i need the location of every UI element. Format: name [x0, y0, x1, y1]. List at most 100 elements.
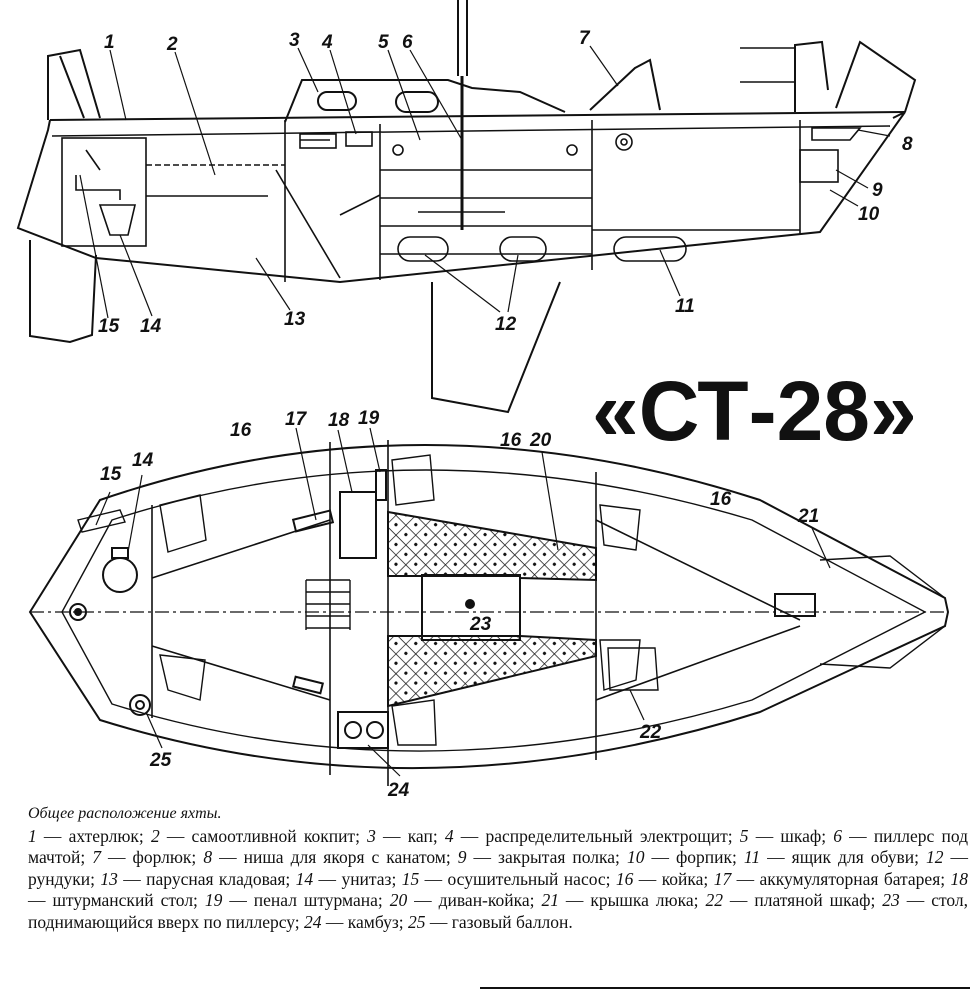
plan-hull-outline — [28, 444, 950, 770]
legend-item: 4 — распределительный электрощит; — [445, 826, 740, 846]
legend-item: 21 — крышка люка; — [541, 890, 705, 910]
legend-number: 1 — [28, 825, 37, 846]
caption: Общее расположение яхты. 1 — ахтерлюк; 2… — [28, 803, 968, 934]
legend-number: 6 — [833, 825, 842, 846]
callout-8: 8 — [902, 134, 913, 155]
callout-20: 20 — [529, 430, 552, 451]
legend-item: 15 — осушительный насос; — [402, 869, 616, 889]
legend-number: 22 — [705, 890, 723, 911]
legend-number: 15 — [401, 868, 420, 889]
callout-14: 14 — [132, 450, 154, 471]
legend-item: 10 — форпик; — [627, 847, 744, 867]
side-view — [16, 0, 917, 414]
legend-item: 19 — пенал штурмана; — [205, 890, 390, 910]
legend-item: 3 — кап; — [367, 826, 445, 846]
yacht-drawing: 1 2 3 4 5 6 7 8 9 10 11 12 13 14 15 «СТ-… — [16, 0, 950, 800]
legend-item: 14 — унитаз; — [296, 869, 402, 889]
legend-text: — самоотливной кокпит; — [159, 825, 368, 846]
legend-number: 4 — [444, 825, 454, 846]
settee-starboard — [387, 635, 597, 708]
legend-number: 2 — [150, 825, 160, 846]
legend-number: 11 — [743, 847, 761, 868]
legend-item: 8 — ниша для якоря с канатом; — [203, 847, 457, 867]
legend-text: — газовый баллон. — [425, 911, 573, 932]
plan-hull-inner — [61, 469, 927, 752]
legend-text: — форпик; — [644, 847, 744, 868]
callout-9: 9 — [872, 180, 883, 201]
legend-text: — крышка люка; — [558, 890, 706, 911]
rudder — [29, 240, 97, 344]
interior-structure — [61, 120, 862, 282]
legend-number: 20 — [389, 890, 408, 911]
callout-3: 3 — [289, 30, 300, 51]
callout-21: 21 — [797, 506, 819, 527]
legend-text: — закрытая полка; — [466, 847, 627, 868]
legend-number: 12 — [926, 847, 944, 868]
porthole — [317, 91, 357, 111]
saloon-table — [421, 574, 521, 641]
legend-text: — парусная кладовая; — [117, 868, 296, 889]
callout-18: 18 — [328, 410, 350, 431]
keel — [431, 281, 561, 414]
bottom-rule — [480, 987, 970, 989]
legend-number: 10 — [626, 847, 645, 868]
callout-23: 23 — [469, 614, 492, 635]
legend-number: 21 — [541, 890, 559, 911]
legend-item: 20 — диван-койка; — [390, 890, 542, 910]
legend-number: 9 — [457, 847, 467, 868]
callout-19: 19 — [358, 408, 380, 429]
legend-text: — аккумуляторная батарея; — [731, 868, 951, 889]
plan-callouts: 15 14 16 17 18 19 16 20 16 21 23 22 24 2… — [100, 408, 819, 800]
legend-text: — платяной шкаф; — [722, 890, 883, 911]
callout-15: 15 — [100, 464, 122, 485]
legend-text: — кап; — [375, 825, 445, 846]
callout-22: 22 — [639, 722, 662, 743]
legend-item: 17 — аккумуляторная батарея; — [714, 869, 951, 889]
legend-item: 18 — штурманский стол; — [28, 869, 968, 911]
legend-text: — унитаз; — [313, 868, 402, 889]
plan-leaders — [95, 427, 831, 777]
legend-text: — ящик для обуви; — [760, 847, 927, 868]
legend-item: 6 — пиллерс под мачтой; — [28, 826, 968, 868]
legend-item: 11 — ящик для обуви; — [744, 847, 926, 867]
callout-17: 17 — [285, 409, 308, 430]
legend-text: — стол, поднимающийся вверх по пиллерсу; — [28, 890, 969, 932]
title: «СТ-28» — [592, 364, 917, 458]
legend-item: 22 — платяной шкаф; — [705, 890, 882, 910]
callout-14: 14 — [140, 316, 162, 337]
plan-view — [28, 440, 950, 786]
bow-pulpit — [794, 40, 917, 113]
legend-item: 23 — стол, поднимающийся вверх по пиллер… — [28, 890, 968, 932]
callout-13: 13 — [284, 309, 306, 330]
legend-number: 3 — [367, 825, 376, 846]
callout-16: 16 — [500, 430, 522, 451]
callout-11: 11 — [675, 296, 695, 317]
legend-number: 7 — [92, 847, 101, 868]
caption-heading: Общее расположение яхты. — [28, 805, 222, 822]
stern-pushpit — [47, 48, 101, 120]
hull-outline — [16, 111, 906, 284]
legend-text: — койка; — [633, 868, 714, 889]
legend-item: 5 — шкаф; — [740, 826, 833, 846]
callout-12: 12 — [495, 314, 517, 335]
sheer-line — [51, 125, 891, 137]
legend-number: 5 — [739, 825, 749, 846]
legend-item: 2 — самоотливной кокпит; — [151, 826, 367, 846]
callout-6: 6 — [402, 32, 413, 53]
callout-25: 25 — [149, 750, 172, 771]
legend-item: 7 — форлюк; — [92, 847, 203, 867]
legend-number: 13 — [100, 868, 118, 889]
legend-number: 25 — [407, 911, 426, 932]
legend-item: 9 — закрытая полка; — [458, 847, 627, 867]
side-leaders — [79, 45, 891, 319]
cabin-top — [284, 79, 566, 123]
forward-hatch — [589, 58, 661, 111]
deck-line — [49, 111, 906, 121]
callout-16: 16 — [710, 489, 732, 510]
legend-text: — штурманский стол; — [28, 890, 205, 911]
legend-number: 18 — [950, 868, 969, 889]
legend-number: 19 — [204, 890, 223, 911]
legend-text: — осушительный насос; — [419, 868, 616, 889]
legend-text: — форлюк; — [100, 847, 204, 868]
legend-text: — шкаф; — [748, 825, 834, 846]
